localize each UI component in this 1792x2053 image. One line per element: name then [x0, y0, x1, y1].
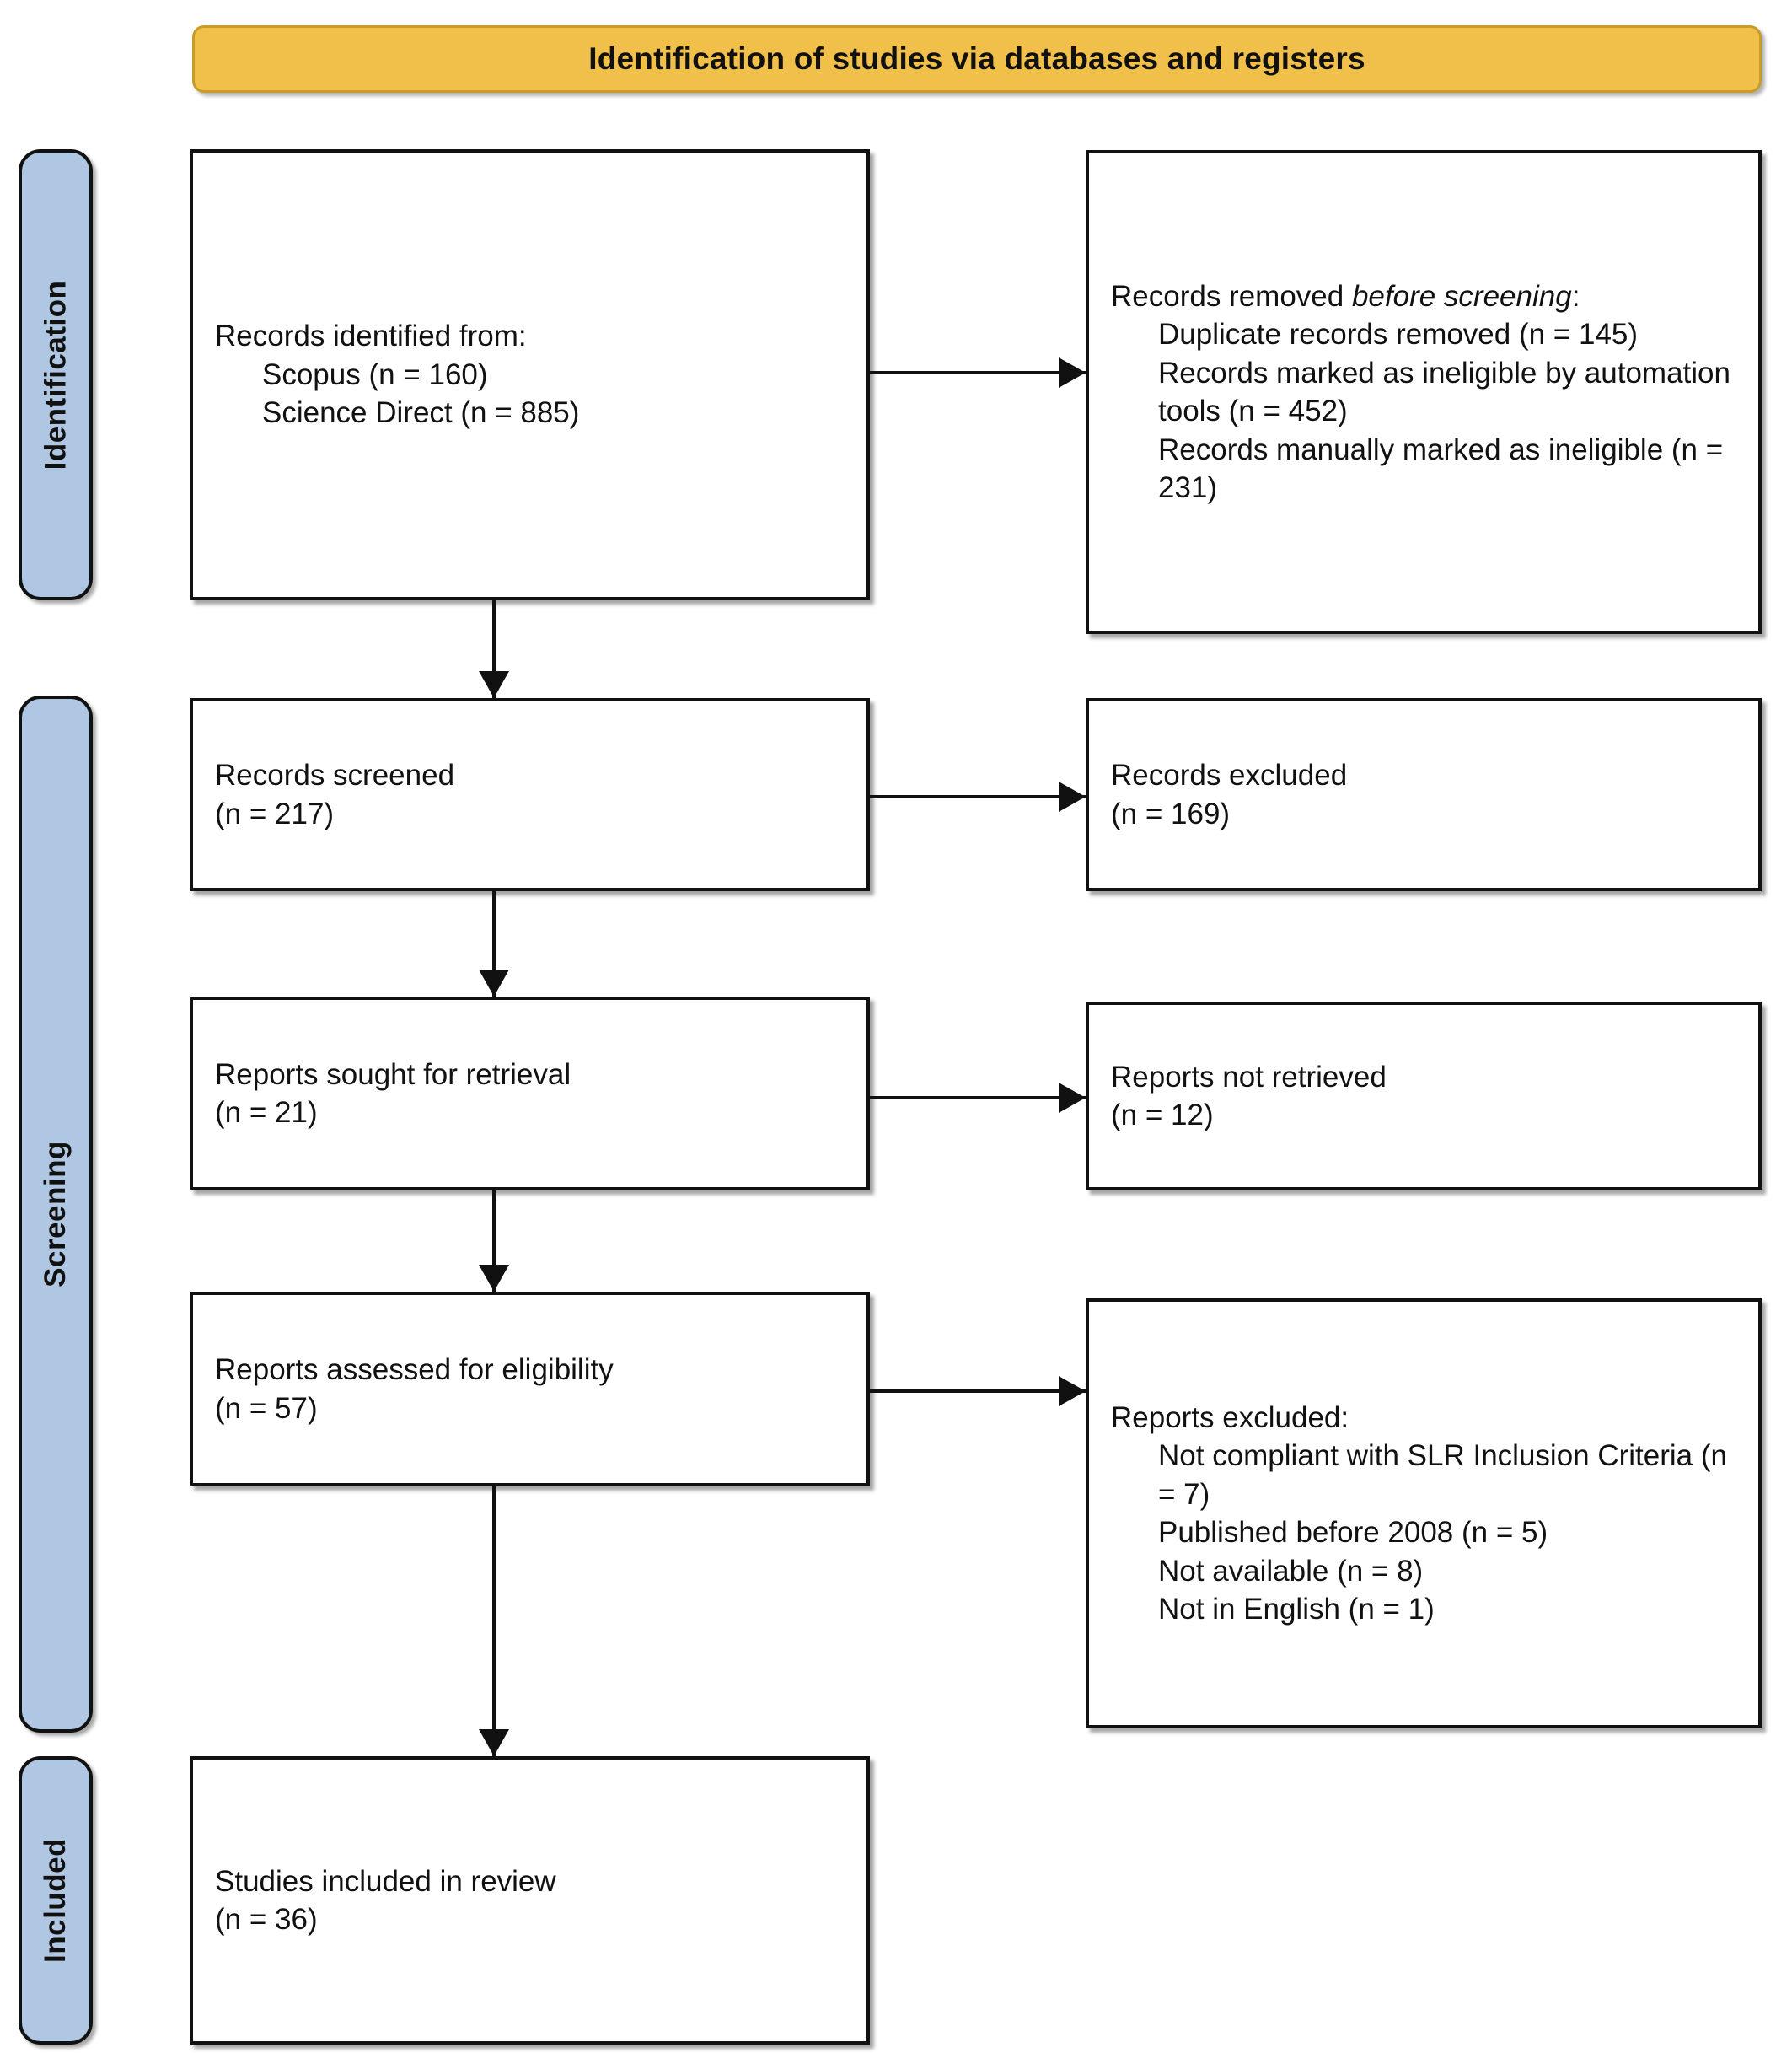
box-reports-excluded: Reports excluded: Not compliant with SLR…: [1086, 1298, 1762, 1728]
arrow-head-down-icon: [479, 671, 509, 698]
reports-excluded-heading: Reports excluded:: [1111, 1400, 1349, 1434]
studies-included-label: Studies included in review: [215, 1864, 556, 1898]
arrow-stem: [870, 1096, 1086, 1099]
arrow-head-right-icon: [1059, 1376, 1086, 1406]
reports-sought-count: (n = 21): [215, 1096, 318, 1129]
reports-not-retrieved-label: Reports not retrieved: [1111, 1060, 1387, 1094]
reports-excluded-item-3: Not available (n = 8): [1158, 1554, 1424, 1588]
arrow-stem: [870, 795, 1086, 798]
box-reports-sought-for-retrieval: Reports sought for retrieval (n = 21): [190, 997, 870, 1190]
stage-tab-included: Included: [19, 1756, 93, 2045]
reports-not-retrieved-count: (n = 12): [1111, 1099, 1214, 1131]
box-records-identified: Records identified from: Scopus (n = 160…: [190, 149, 870, 600]
arrow-head-right-icon: [1059, 782, 1086, 812]
box-reports-assessed-for-eligibility: Reports assessed for eligibility (n = 57…: [190, 1292, 870, 1486]
diagram-header-banner: Identification of studies via databases …: [192, 25, 1762, 93]
diagram-title: Identification of studies via databases …: [588, 40, 1365, 76]
box-records-screened: Records screened (n = 217): [190, 698, 870, 891]
records-identified-source-1: Scopus (n = 160): [262, 357, 488, 391]
records-identified-heading: Records identified from:: [215, 320, 527, 353]
records-screened-label: Records screened: [215, 759, 455, 792]
reports-excluded-item-2: Published before 2008 (n = 5): [1158, 1516, 1548, 1549]
records-removed-item-1: Duplicate records removed (n = 145): [1158, 318, 1639, 351]
arrow-head-down-icon: [479, 1729, 509, 1756]
records-excluded-label: Records excluded: [1111, 759, 1348, 792]
reports-excluded-item-1: Not compliant with SLR Inclusion Criteri…: [1158, 1439, 1736, 1511]
records-excluded-count: (n = 169): [1111, 797, 1231, 830]
arrow-head-down-icon: [479, 970, 509, 997]
records-removed-heading: Records removed before screening:: [1111, 277, 1736, 316]
stage-tab-identification-label: Identification: [39, 280, 72, 470]
box-records-excluded: Records excluded (n = 169): [1086, 698, 1762, 891]
stage-tab-screening: Screening: [19, 696, 93, 1733]
records-removed-heading-suffix: :: [1571, 279, 1580, 313]
arrow-head-right-icon: [1059, 357, 1086, 388]
box-records-removed-before-screening: Records removed before screening: Duplic…: [1086, 150, 1762, 634]
records-identified-source-2: Science Direct (n = 885): [262, 396, 580, 430]
stage-tab-identification: Identification: [19, 149, 93, 600]
arrow-head-right-icon: [1059, 1083, 1086, 1113]
arrow-stem: [492, 891, 496, 997]
arrow-head-down-icon: [479, 1265, 509, 1292]
records-removed-item-3: Records manually marked as ineligible (n…: [1158, 433, 1731, 505]
arrow-stem: [870, 371, 1086, 374]
stage-tab-included-label: Included: [39, 1838, 72, 1963]
arrow-stem: [492, 600, 496, 698]
arrow-stem: [492, 1486, 496, 1756]
reports-assessed-count: (n = 57): [215, 1391, 318, 1425]
reports-assessed-label: Reports assessed for eligibility: [215, 1353, 614, 1386]
reports-excluded-item-4: Not in English (n = 1): [1158, 1593, 1435, 1626]
arrow-stem: [870, 1389, 1086, 1393]
arrow-stem: [492, 1190, 496, 1292]
box-reports-not-retrieved: Reports not retrieved (n = 12): [1086, 1002, 1762, 1190]
reports-sought-label: Reports sought for retrieval: [215, 1057, 571, 1091]
records-removed-heading-prefix: Records removed: [1111, 279, 1352, 313]
records-removed-item-2: Records marked as ineligible by automati…: [1158, 356, 1739, 428]
box-studies-included-in-review: Studies included in review (n = 36): [190, 1756, 870, 2045]
stage-tab-screening-label: Screening: [39, 1141, 72, 1287]
studies-included-count: (n = 36): [215, 1903, 318, 1936]
records-removed-heading-italic: before screening: [1351, 279, 1572, 313]
records-screened-count: (n = 217): [215, 797, 335, 830]
